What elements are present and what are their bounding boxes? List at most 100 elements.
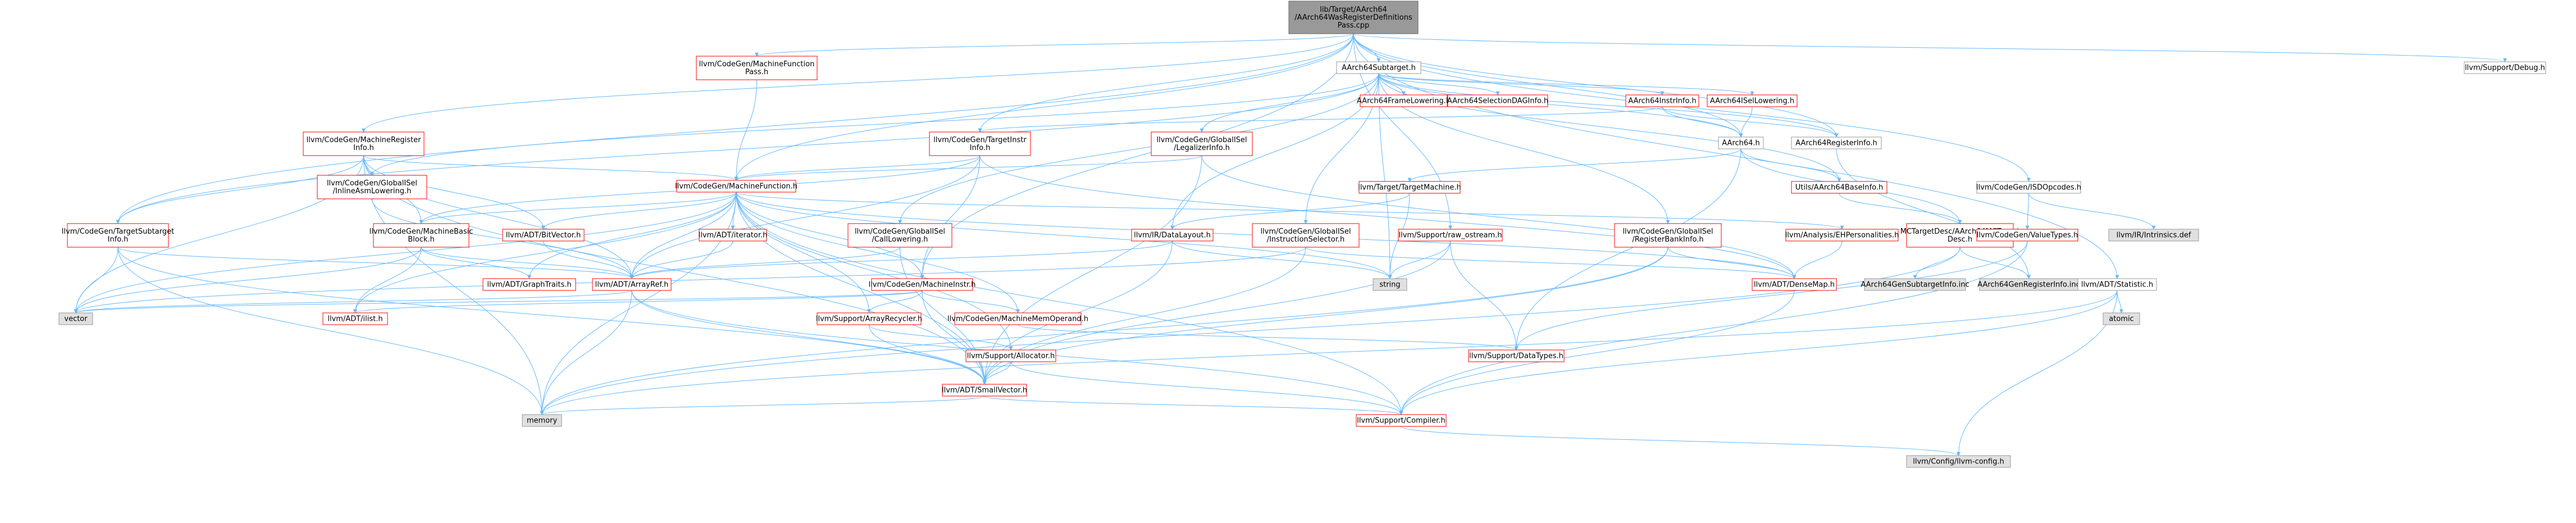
edge-instrinfo-to-aarch64h bbox=[1662, 106, 1743, 138]
node-box bbox=[502, 229, 585, 242]
node-statistic[interactable]: llvm/ADT/Statistic.h bbox=[2077, 278, 2157, 291]
edge-tii-to-mf bbox=[734, 155, 981, 181]
edge-tsi-to-vector bbox=[74, 247, 118, 313]
node-calllow[interactable]: llvm/CodeGen/GlobalISel/CallLowering.h bbox=[847, 223, 952, 248]
node-label: /LegalizerInfo.h bbox=[1174, 144, 1230, 152]
node-ehpers[interactable]: llvm/Analysis/EHPersonalities.h bbox=[1785, 229, 1899, 242]
node-iterator[interactable]: llvm/ADT/iterator.h bbox=[699, 229, 768, 242]
edge-statistic-to-memory bbox=[540, 290, 2118, 415]
node-label: Desc.h bbox=[1948, 235, 1972, 244]
node-box bbox=[373, 223, 469, 248]
edge-mf-to-ehpers bbox=[736, 192, 1844, 230]
node-label: llvm/Analysis/EHPersonalities.h bbox=[1785, 231, 1899, 240]
node-label: lib/Target/AArch64 bbox=[1320, 6, 1387, 14]
edge-isdopcodes-to-valuetypes bbox=[2025, 193, 2030, 230]
node-densemap[interactable]: llvm/ADT/DenseMap.h bbox=[1752, 278, 1837, 291]
edge-baseinfo-to-mctarget bbox=[1839, 193, 1962, 224]
node-ilist[interactable]: llvm/ADT/ilist.h bbox=[322, 312, 388, 325]
node-root: lib/Target/AArch64/AArch64WasRegisterDef… bbox=[1288, 1, 1419, 34]
edge-root-to-isdopcodes bbox=[1353, 33, 2031, 182]
node-box bbox=[1791, 137, 1882, 149]
node-smallvector[interactable]: llvm/ADT/SmallVector.h bbox=[942, 384, 1027, 397]
edge-machineinstr-to-smallvector bbox=[922, 290, 987, 385]
node-inlineasm[interactable]: llvm/CodeGen/GlobalISel/InlineAsmLowerin… bbox=[317, 175, 427, 199]
edge-statistic-to-atomic bbox=[2117, 290, 2123, 313]
node-graphtraits[interactable]: llvm/ADT/GraphTraits.h bbox=[482, 278, 576, 291]
node-arrayref[interactable]: llvm/ADT/ArrayRef.h bbox=[592, 278, 672, 291]
node-subtarget[interactable]: AArch64Subtarget.h bbox=[1336, 61, 1421, 74]
node-box bbox=[2464, 61, 2546, 74]
node-baseinfo[interactable]: Utils/AArch64BaseInfo.h bbox=[1791, 181, 1887, 194]
node-bitvector[interactable]: llvm/ADT/BitVector.h bbox=[502, 229, 585, 242]
node-compiler[interactable]: llvm/Support/Compiler.h bbox=[1356, 414, 1447, 427]
edge-arrayref-to-memory bbox=[540, 290, 632, 415]
node-mmo[interactable]: llvm/CodeGen/MachineMemOperand.h bbox=[947, 312, 1088, 325]
node-label: llvm/CodeGen/ISDOpcodes.h bbox=[1976, 184, 2081, 192]
edge-subtarget-to-seldag bbox=[1378, 73, 1500, 95]
node-label: llvm/CodeGen/MachineFunction.h bbox=[675, 183, 797, 191]
node-label: llvm/CodeGen/GlobalISel bbox=[1622, 228, 1713, 236]
node-valuetypes[interactable]: llvm/CodeGen/ValueTypes.h bbox=[1976, 229, 2078, 242]
node-label: llvm/Support/ArrayRecycler.h bbox=[816, 315, 922, 324]
node-targetmachine[interactable]: llvm/Target/TargetMachine.h bbox=[1358, 181, 1461, 194]
edge-machineinstr-to-ilist bbox=[353, 290, 923, 313]
node-label: llvm/IR/Intrinsics.def bbox=[2117, 231, 2191, 240]
node-seldag[interactable]: AArch64SelectionDAGInfo.h bbox=[1447, 94, 1548, 107]
node-label: llvm/CodeGen/TargetInstr bbox=[933, 136, 1027, 144]
edge-tii-to-arrayref bbox=[630, 155, 981, 279]
edge-reginfo-to-reginfoinc bbox=[1836, 148, 2031, 279]
node-framelow[interactable]: AArch64FrameLowering.h bbox=[1357, 94, 1451, 107]
node-label: llvm/CodeGen/MachineRegister bbox=[307, 136, 422, 144]
edge-legalizer-to-mf bbox=[734, 155, 1202, 181]
node-arrayrecycler[interactable]: llvm/Support/ArrayRecycler.h bbox=[816, 312, 922, 325]
node-intrinsics: llvm/IR/Intrinsics.def bbox=[2108, 229, 2199, 242]
node-datalayout[interactable]: llvm/IR/DataLayout.h bbox=[1131, 229, 1214, 242]
edge-mf-to-string bbox=[736, 192, 1392, 279]
node-legalizer[interactable]: llvm/CodeGen/GlobalISel/LegalizerInfo.h bbox=[1151, 131, 1253, 156]
node-box bbox=[482, 278, 576, 291]
node-debug[interactable]: llvm/Support/Debug.h bbox=[2464, 61, 2546, 74]
node-instrinfo[interactable]: AArch64InstrInfo.h bbox=[1625, 94, 1699, 107]
edge-mri-to-tsi bbox=[116, 155, 364, 224]
node-box bbox=[871, 278, 973, 291]
edge-regbank-to-densemap bbox=[1667, 247, 1797, 279]
node-regbank[interactable]: llvm/CodeGen/GlobalISel/RegisterBankInfo… bbox=[1614, 223, 1722, 248]
edge-mf-to-mmo bbox=[736, 192, 1020, 313]
node-aarch64h[interactable]: AArch64.h bbox=[1718, 137, 1764, 149]
node-isdopcodes[interactable]: llvm/CodeGen/ISDOpcodes.h bbox=[1976, 181, 2081, 194]
node-label: llvm/Target/TargetMachine.h bbox=[1358, 184, 1461, 192]
node-label: llvm/ADT/BitVector.h bbox=[506, 231, 581, 240]
node-atomic: atomic bbox=[2103, 312, 2140, 325]
edge-aarch64h-to-targetmachine bbox=[1407, 148, 1741, 182]
node-label: AArch64GenSubtargetInfo.inc bbox=[1861, 281, 1969, 289]
edge-mbb-to-ilist bbox=[353, 247, 422, 313]
node-box bbox=[1360, 94, 1448, 107]
node-isellow[interactable]: AArch64ISelLowering.h bbox=[1707, 94, 1798, 107]
node-instsel[interactable]: llvm/CodeGen/GlobalISel/InstructionSelec… bbox=[1252, 223, 1360, 248]
edge-mbb-to-arrayref bbox=[421, 247, 634, 279]
node-box bbox=[2103, 312, 2140, 325]
node-machineinstr[interactable]: llvm/CodeGen/MachineInstr.h bbox=[869, 278, 976, 291]
node-reginfo[interactable]: AArch64RegisterInfo.h bbox=[1791, 137, 1882, 149]
edge-mf-to-bitvector bbox=[541, 192, 737, 230]
node-label: llvm/ADT/ArrayRef.h bbox=[595, 281, 669, 289]
edge-machineinstr-to-vector bbox=[74, 290, 923, 313]
edge-mf-to-ilist bbox=[353, 192, 737, 313]
edge-legalizer-to-densemap bbox=[1201, 155, 1797, 279]
node-rawostream[interactable]: llvm/Support/raw_ostream.h bbox=[1398, 229, 1503, 242]
node-mf[interactable]: llvm/CodeGen/MachineFunction.h bbox=[675, 180, 797, 193]
node-allocator[interactable]: llvm/Support/Allocator.h bbox=[965, 349, 1056, 362]
node-datatypes[interactable]: llvm/Support/DataTypes.h bbox=[1468, 349, 1565, 362]
edge-aarch64h-to-baseinfo bbox=[1740, 148, 1841, 182]
edge-datalayout-to-arrayref bbox=[630, 240, 1173, 279]
node-label: llvm/Support/Debug.h bbox=[2465, 64, 2545, 72]
edge-arrayrecycler-to-allocator bbox=[869, 324, 1013, 351]
edge-isellow-to-aarch64h bbox=[1739, 106, 1753, 138]
node-box bbox=[1447, 94, 1548, 107]
node-label: string bbox=[1379, 281, 1400, 289]
